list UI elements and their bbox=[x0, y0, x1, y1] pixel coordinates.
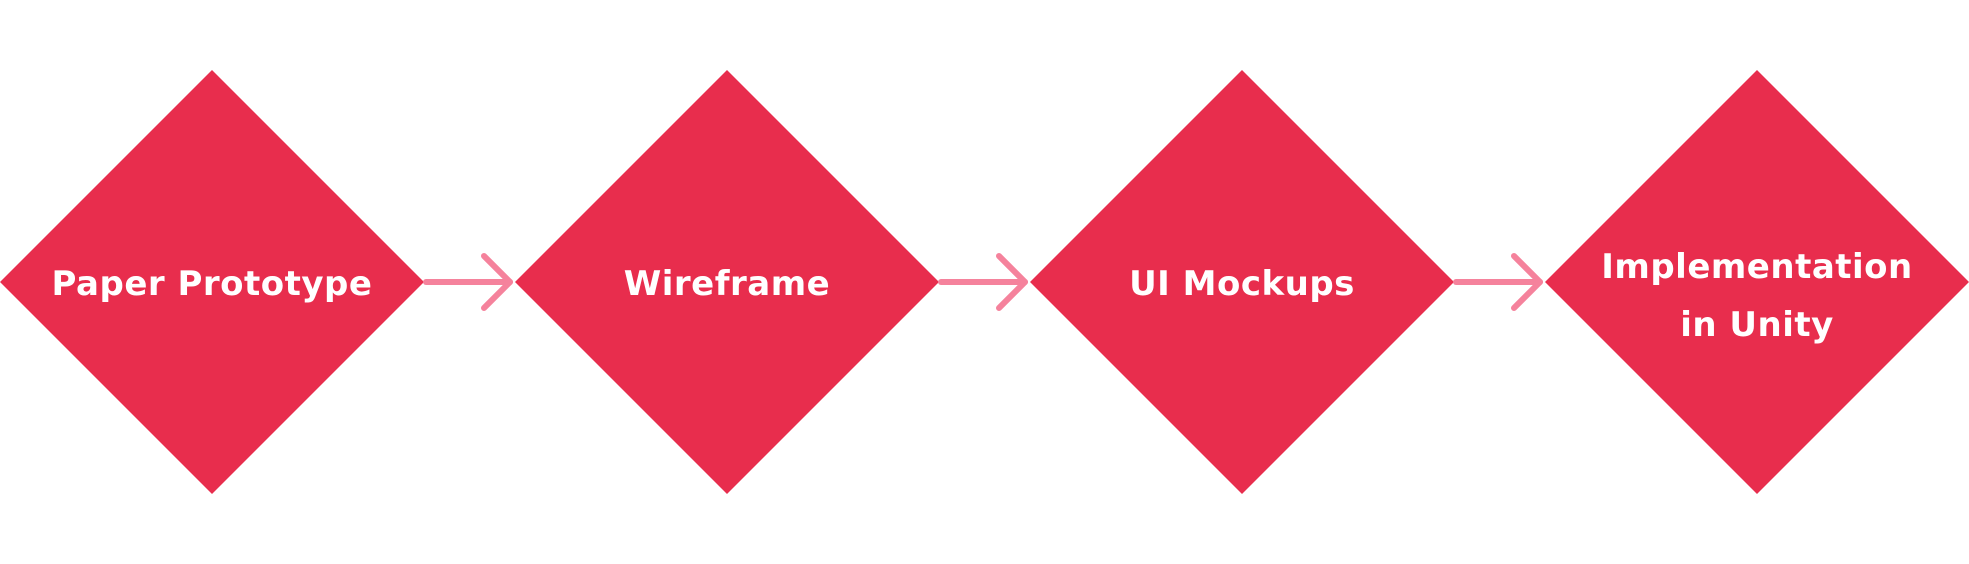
step-label-implementation: Implementation in Unity bbox=[1601, 247, 1913, 345]
diamond-step-1 bbox=[0, 70, 424, 494]
arrow-icon-3-4 bbox=[1453, 253, 1543, 311]
step-label-wireframe: Wireframe bbox=[623, 264, 831, 304]
diamond-step-4 bbox=[1545, 70, 1969, 494]
step-label-ui-mockups: UI Mockups bbox=[1129, 264, 1355, 304]
diamond-step-3 bbox=[1030, 70, 1454, 494]
arrow-icon-2-3 bbox=[938, 253, 1028, 311]
arrow-icon-1-2 bbox=[423, 253, 513, 311]
diamond-step-2 bbox=[515, 70, 939, 494]
step-label-paper-prototype: Paper Prototype bbox=[51, 264, 373, 304]
